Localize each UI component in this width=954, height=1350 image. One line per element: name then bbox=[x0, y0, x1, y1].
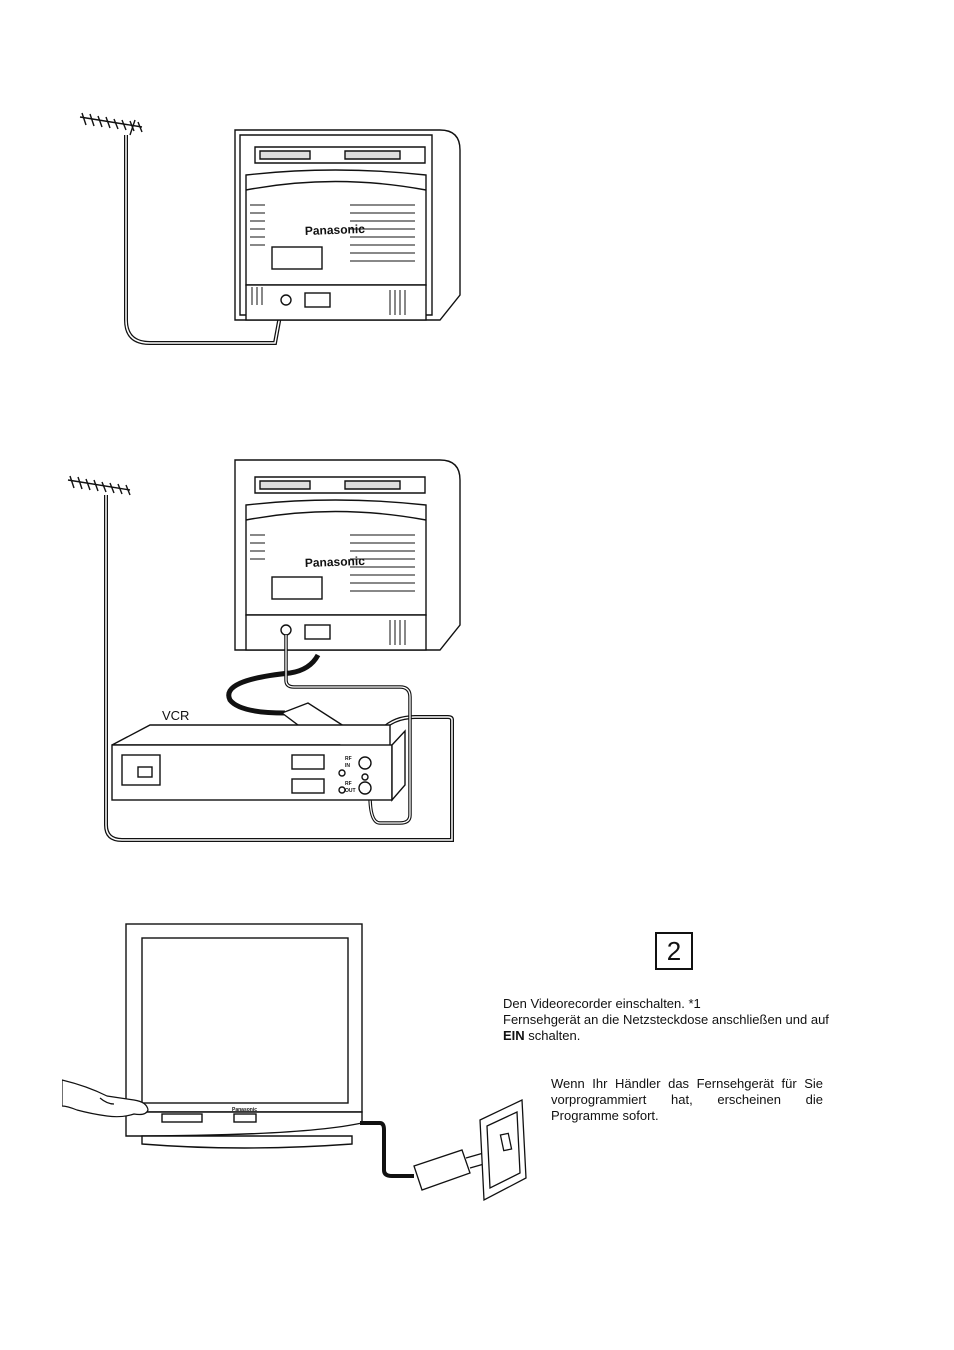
instructions-text: Den Videorecorder einschalten. *1 Fernse… bbox=[503, 996, 883, 1044]
instruction-line-2: Fernsehgerät an die Netzsteckdose anschl… bbox=[503, 1012, 883, 1028]
tv-brand-label: Panasonic bbox=[232, 1107, 257, 1113]
svg-text:OUT: OUT bbox=[345, 788, 356, 794]
tv-front-icon bbox=[126, 924, 362, 1148]
antenna-icon bbox=[68, 476, 130, 495]
rf-in-label: RF bbox=[345, 756, 352, 762]
vcr-icon bbox=[112, 725, 405, 800]
power-cable bbox=[360, 1123, 414, 1176]
note-text: Wenn Ihr Händler das Fernsehgerät für Si… bbox=[551, 1076, 823, 1124]
figure-tv-front-power: Panasonic bbox=[62, 918, 532, 1203]
tv-brand-label: Panasonic bbox=[305, 222, 366, 238]
wall-socket-icon bbox=[480, 1100, 526, 1200]
rf-out-label: RF bbox=[345, 781, 352, 787]
figure-antenna-vcr-tv: Panasonic VCR RF IN RF OUT bbox=[60, 455, 480, 855]
tv-brand-label: Panasonic bbox=[305, 554, 366, 570]
instruction-line-3: EIN schalten. bbox=[503, 1028, 883, 1044]
svg-text:IN: IN bbox=[345, 763, 350, 769]
instruction-ein-bold: EIN bbox=[503, 1028, 525, 1043]
figure-antenna-tv: Panasonic bbox=[60, 95, 480, 355]
antenna-icon bbox=[80, 113, 142, 135]
step-number-box: 2 bbox=[655, 932, 693, 970]
vcr-label: VCR bbox=[162, 708, 189, 723]
preprogrammed-note: Wenn Ihr Händler das Fernsehgerät für Si… bbox=[551, 1076, 823, 1124]
instruction-line-1: Den Videorecorder einschalten. *1 bbox=[503, 996, 883, 1012]
power-plug-icon bbox=[414, 1150, 491, 1190]
